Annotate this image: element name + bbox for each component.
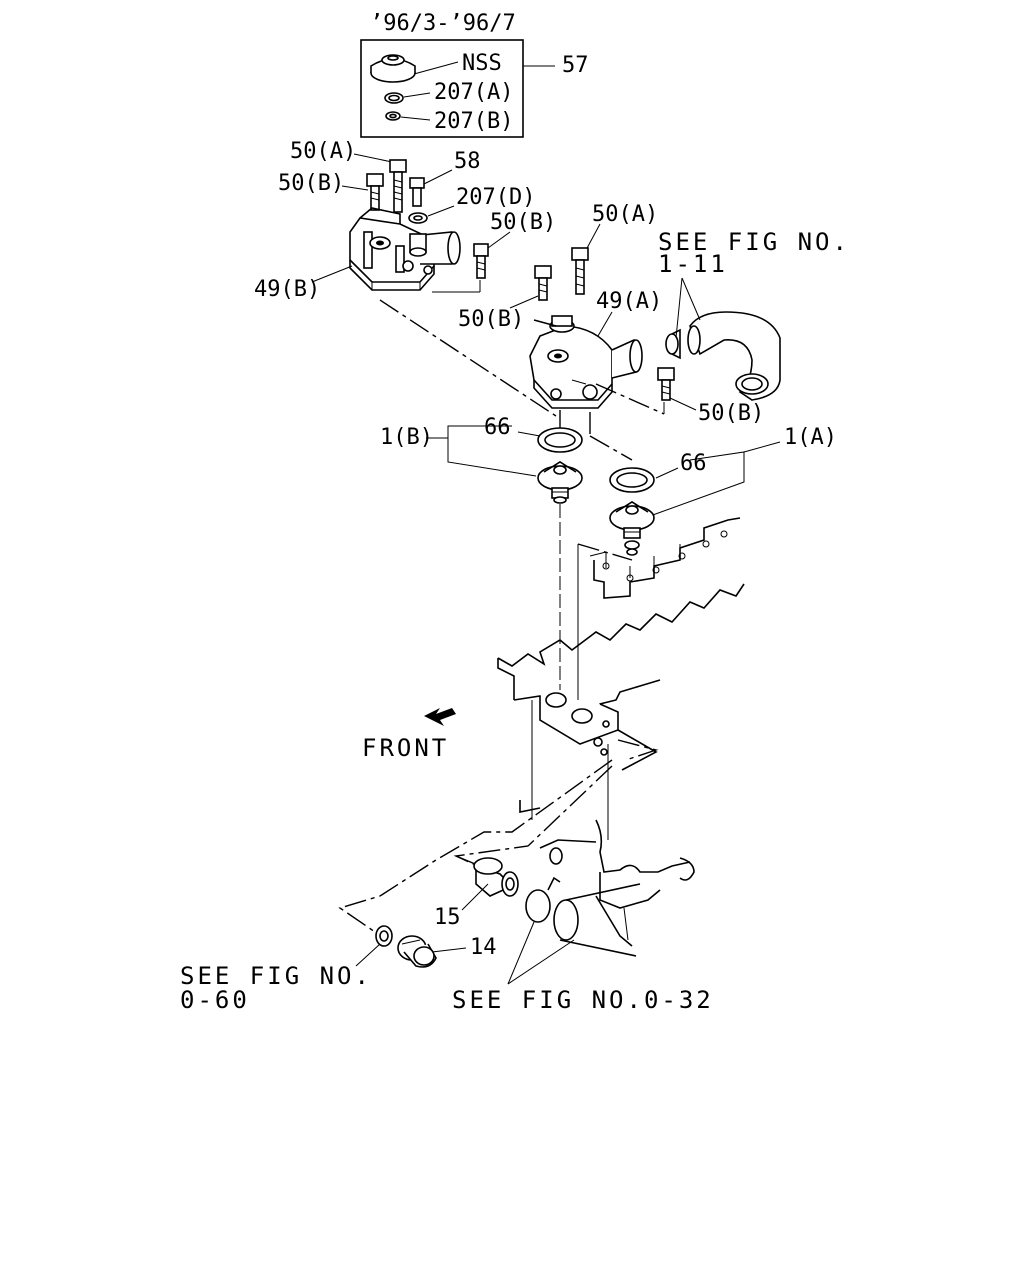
bolt-icon <box>657 367 675 401</box>
ref-fig-0-60-line2: 0-60 <box>180 986 250 1014</box>
bolt-icon <box>473 243 489 279</box>
thermostat-icon <box>537 461 583 504</box>
label-207a: 207(A) <box>434 80 513 105</box>
kit-box <box>360 39 524 138</box>
label-50b-mid: 50(B) <box>490 210 556 235</box>
label-14: 14 <box>470 935 497 960</box>
seal-ring-icon <box>384 92 404 104</box>
gasket-icon <box>609 467 655 493</box>
drain-plug-icon <box>397 935 437 968</box>
clip-icon <box>525 876 561 923</box>
label-1b: 1(B) <box>380 425 433 450</box>
label-15: 15 <box>434 905 461 930</box>
label-57: 57 <box>562 53 589 78</box>
bolt-icon <box>389 159 407 213</box>
date-range: ’96/3-’96/7 <box>370 11 516 36</box>
radiator-hose-icon <box>687 311 781 401</box>
label-50b-left: 50(B) <box>278 171 344 196</box>
label-nss: NSS <box>462 51 502 76</box>
label-207d: 207(D) <box>456 185 535 210</box>
front-arrow-icon <box>424 708 456 726</box>
bolt-icon <box>534 265 552 301</box>
thermostat-icon <box>609 501 655 556</box>
thermostat-housing-a-icon <box>529 315 643 409</box>
label-207b: 207(B) <box>434 109 513 134</box>
gasket-icon <box>537 427 583 453</box>
label-49a: 49(A) <box>596 289 662 314</box>
label-66-right: 66 <box>680 451 707 476</box>
bolt-icon <box>366 173 384 211</box>
label-50a-left: 50(A) <box>290 139 356 164</box>
cylinder-head-icon <box>497 517 745 947</box>
pipe-icon <box>553 883 641 957</box>
label-50b-lower: 50(B) <box>458 307 524 332</box>
cap-icon <box>370 54 416 83</box>
temperature-sensor-icon <box>473 857 519 897</box>
washer-icon <box>375 925 393 947</box>
bolt-icon <box>409 177 425 207</box>
label-58: 58 <box>454 149 481 174</box>
ref-fig-0-32: SEE FIG NO.0-32 <box>452 986 714 1014</box>
seal-ring-small-icon <box>385 111 401 121</box>
bolt-icon <box>571 247 589 295</box>
hose-clamp-icon <box>665 328 681 360</box>
ref-fig-1-11-line1: SEE FIG NO. <box>658 228 850 256</box>
ref-fig-0-60-line1: SEE FIG NO. <box>180 962 372 990</box>
thermostat-housing-b-icon <box>349 207 461 291</box>
label-50a-right: 50(A) <box>592 202 658 227</box>
label-50b-right: 50(B) <box>698 401 764 426</box>
label-49b: 49(B) <box>254 277 320 302</box>
label-1a: 1(A) <box>784 425 837 450</box>
label-66-left: 66 <box>484 415 511 440</box>
front-label: FRONT <box>362 734 449 762</box>
ref-fig-1-11-line2: 1-11 <box>658 250 728 278</box>
washer-icon <box>408 212 428 224</box>
